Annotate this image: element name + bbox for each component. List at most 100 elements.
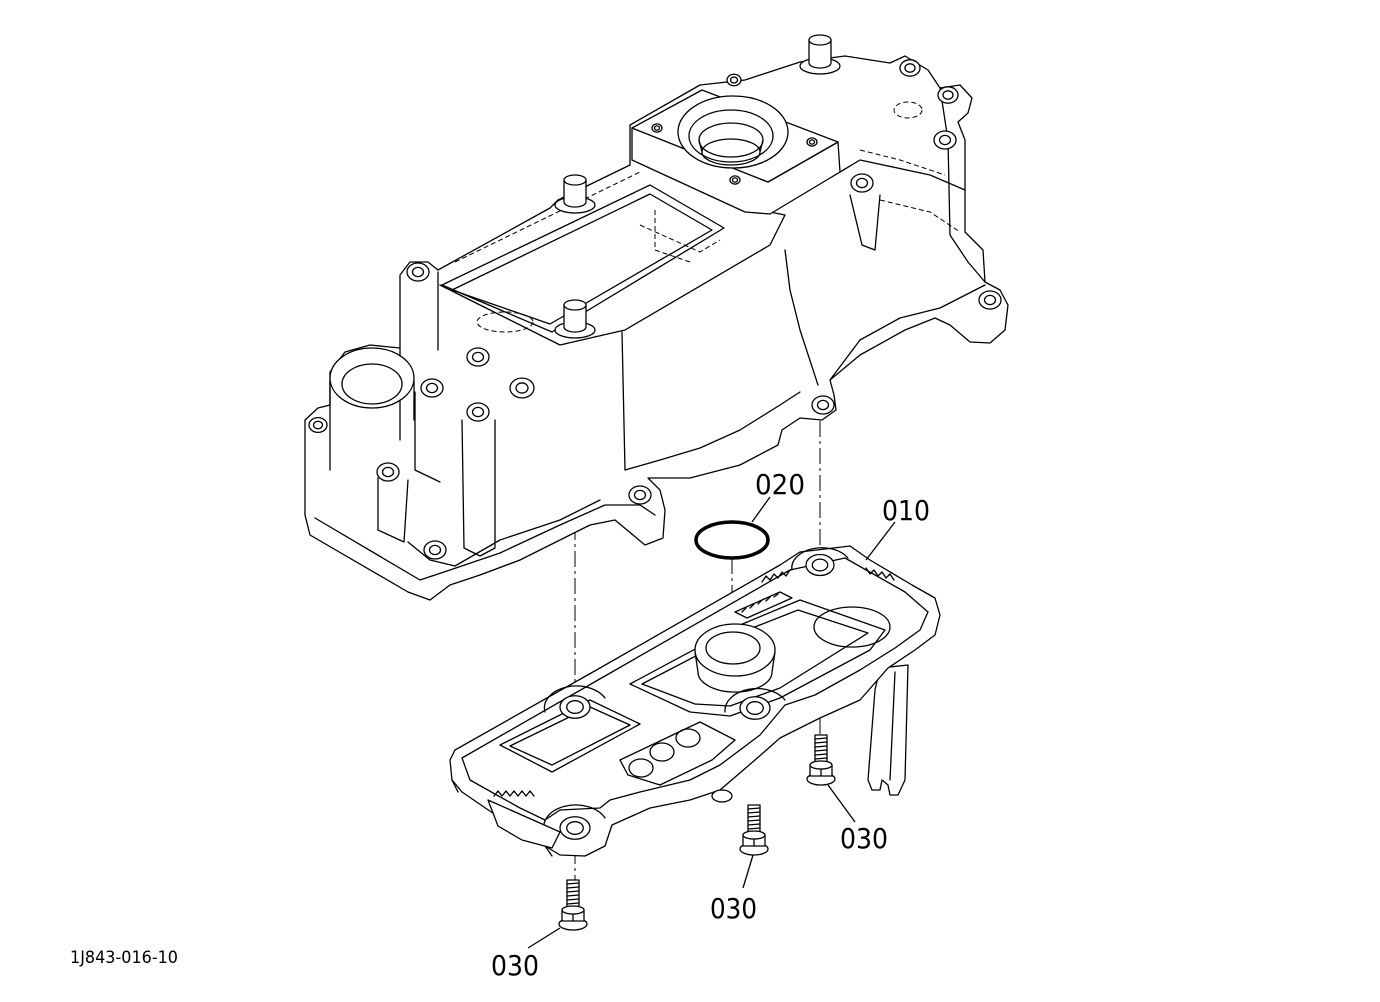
hidden-line-right [859,149,946,176]
callout-030-right: 030 [840,822,888,855]
housing [304,34,1009,601]
bolt-boss [806,137,818,147]
flange-bolt [558,879,588,931]
plate-top-face-edge [461,557,929,821]
left-port-outer-ring [329,347,415,409]
boss-outer [420,378,444,398]
housing-top-port-flange [631,89,841,215]
flange-port-bore-bottom [701,138,761,166]
stud-top [563,174,587,186]
hidden-ellipse-right [893,101,923,119]
boss-hole [566,821,584,835]
housing-stud-rear [799,34,841,75]
flange-bolt [806,734,836,786]
boss-hole [411,266,425,278]
boss-outer [899,59,921,77]
boss-hole [942,90,954,100]
callout-030-bottom: 030 [491,949,539,982]
stud-body [808,39,832,69]
plate-pad-left-inner [509,706,631,766]
housing-bolt-bosses [308,59,1002,560]
housing-lower-bottom-line [407,499,601,567]
callout-010: 010 [882,494,930,527]
plate-teeth-upper [761,569,791,583]
boss-outer [811,395,835,415]
boss-hole [381,466,395,478]
plate-label-block [734,591,793,619]
o-ring [694,520,770,560]
callout-030-middle: 030 [710,892,757,925]
plate-front-clip [487,799,561,849]
stud-top [563,299,587,311]
bolt-boss [937,86,959,104]
plate-teeth-right [865,567,895,581]
bolts [558,734,836,931]
boss-hole [731,177,739,183]
boss-outer [806,137,818,147]
boss-hole [653,125,661,131]
boss-hole [811,558,829,572]
housing-stud-middle [554,299,596,339]
bolt-boss [811,395,835,415]
bolt-thread [814,737,828,760]
housing-flange-inner-edge [314,504,656,581]
plate-pad-center [619,721,736,786]
cover-plate [449,545,941,857]
boss-hole [471,351,485,363]
housing-top-face-edge [439,211,786,346]
boss-hole [729,76,739,84]
bolt-boss [651,123,663,133]
boss-hole [816,399,830,411]
bolt-boss [628,485,652,505]
hidden-line-right-lower [879,199,961,233]
housing-center-rib [461,419,496,557]
boss-outer [729,175,741,185]
boss-outer [651,123,663,133]
bolt-boss [850,173,874,193]
plate-small-hole [649,742,675,762]
bolt-boss [376,462,400,482]
drawing-number: 1J843-016-10 [70,948,178,968]
bolt-head-top [742,830,766,840]
boss-hole [471,406,485,418]
boss-outer [628,485,652,505]
plate-port-bore [705,631,761,665]
plate-oval-hole [813,606,891,648]
bolt-boss [726,73,742,87]
housing-outline [304,55,1009,601]
boss-hole [515,382,529,394]
housing-left-rib [414,391,441,483]
bolt-boss [420,378,444,398]
boss-outer [937,86,959,104]
plate-port-outer [694,623,776,677]
boss-hole [312,420,324,430]
bolt-boss [978,290,1002,310]
boss-outer [466,347,490,367]
left-port-wall [329,379,415,471]
plate-bolt-bosses [559,553,835,840]
hidden-line-recess [639,224,721,253]
housing-rear-step-line [829,284,986,381]
plate-bracket-legs [867,664,909,796]
housing-stud-upper [554,174,596,214]
plate-boss-rim [543,804,606,834]
leader-030-right [827,784,856,823]
callout-020: 020 [755,468,805,501]
boss-outer [423,540,447,560]
bolt-boss [466,347,490,367]
plate-boss-rim [543,685,606,713]
boss-hole [983,294,997,306]
boss-hole [808,139,816,145]
leader-010 [865,521,896,561]
hidden-line-top [454,171,641,263]
stud-body [563,304,587,333]
left-port-bore [341,363,403,405]
boss-hole [425,382,439,394]
housing-front-face-line [621,331,626,471]
flange-bolt [739,804,769,856]
plate-label-marks [741,593,779,613]
housing-left-port [329,347,415,471]
flange-port-bore-wall [698,139,764,153]
boss-outer [978,290,1002,310]
